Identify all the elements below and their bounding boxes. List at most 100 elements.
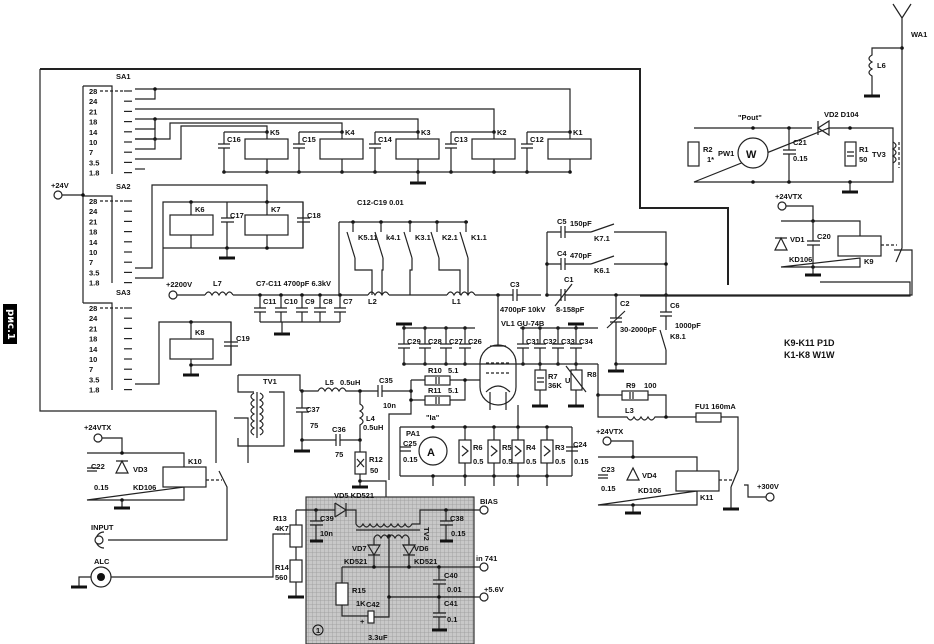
capacitor-c7: C7 bbox=[334, 293, 353, 322]
ammeter-pa1: A PA1 bbox=[406, 425, 448, 478]
sa3-position-label: 7 bbox=[89, 365, 93, 374]
bias-label: BIAS bbox=[480, 497, 498, 506]
vd6-type: KD521 bbox=[414, 557, 437, 566]
capacitor-c18: C18 bbox=[297, 202, 321, 248]
transformer-tv1: TV1 bbox=[234, 374, 301, 463]
potentiometer-r13[interactable]: R13 4K7 bbox=[273, 510, 303, 548]
output-wire bbox=[640, 249, 913, 296]
k7-label: K7 bbox=[271, 205, 281, 214]
plus24vtx-1-label: +24VTX bbox=[775, 192, 802, 201]
band-contact-bus bbox=[338, 221, 468, 295]
l5-value: 0.5uH bbox=[340, 378, 360, 387]
vd3-type: KD106 bbox=[133, 483, 156, 492]
plus2200v-terminal[interactable]: +2200V bbox=[166, 280, 192, 300]
sa2-label: SA2 bbox=[116, 182, 131, 191]
sa2-position-label: 18 bbox=[89, 228, 97, 237]
resistor-r5: R50.5 bbox=[487, 425, 512, 478]
sa3-relay-wiring bbox=[135, 321, 232, 385]
r1-value: 50 bbox=[859, 155, 867, 164]
c2-value: 30-2000pF bbox=[620, 325, 657, 334]
r5-label: R5 bbox=[502, 443, 512, 452]
capacitor-c24: C24 0.15 bbox=[566, 440, 589, 466]
variable-capacitor-c1[interactable]: C1 8-158pF bbox=[547, 275, 616, 314]
bias-terminal[interactable]: BIAS bbox=[479, 497, 498, 515]
sa2-position-label: 7 bbox=[89, 258, 93, 267]
capacitor-c31: C31 bbox=[517, 326, 540, 366]
relay-contact-k7-1: K7.1 bbox=[590, 223, 667, 295]
relay-contact-k31c: K3.1 bbox=[403, 220, 431, 295]
resistor-r2: R2 1* bbox=[687, 141, 714, 167]
relay-k9-circuit: VD1 KD106 C20 K9 bbox=[774, 219, 897, 277]
capacitor-c10: C10 bbox=[275, 293, 298, 322]
r3-label: R3 bbox=[555, 443, 565, 452]
k9-label: K9 bbox=[864, 257, 874, 266]
alc-connector[interactable]: ALC bbox=[71, 533, 285, 589]
capacitor-c25: C25 0.15 bbox=[400, 439, 418, 464]
in741-terminal[interactable]: in 741 bbox=[476, 554, 497, 572]
c39-label: C39 bbox=[320, 514, 334, 523]
l5-label: L5 bbox=[325, 378, 334, 387]
relay-k10-circuit: C22 0.15 VD3 KD106 K10 bbox=[86, 451, 228, 541]
relay-note-1: K9-K11 P1D bbox=[784, 338, 835, 348]
resistor-r4: R40.5 bbox=[511, 425, 536, 478]
sa1-position-label: 3.5 bbox=[89, 158, 99, 167]
tv3-label: TV3 bbox=[872, 150, 886, 159]
c15-label: C15 bbox=[302, 135, 316, 144]
c17-label: C17 bbox=[230, 211, 244, 220]
sa2-position-label: 28 bbox=[89, 197, 97, 206]
r6-label: R6 bbox=[473, 443, 483, 452]
relay-contact-k21c: K2.1 bbox=[430, 220, 461, 295]
c38-value: 0.15 bbox=[451, 529, 466, 538]
k11c-label: K1.1 bbox=[471, 233, 487, 242]
sa3-label: SA3 bbox=[116, 288, 131, 297]
k2-label: K2 bbox=[497, 128, 507, 137]
variable-capacitor-c2[interactable]: C2 30-2000pF bbox=[606, 295, 657, 373]
fu1-label: FU1 160mA bbox=[695, 402, 736, 411]
plus24vtx-terminal-1[interactable]: +24VTX bbox=[775, 192, 814, 221]
c12-label: C12 bbox=[530, 135, 544, 144]
resistor-r7: R7 36K bbox=[532, 364, 562, 408]
relay-contact-k8-1: K8.1 bbox=[616, 329, 686, 365]
capacitor-c5: C5 150pF bbox=[547, 217, 592, 238]
ia-caption: "Ia" bbox=[426, 413, 440, 422]
relay-note-2: K1-K8 W1W bbox=[784, 350, 835, 360]
input-connector[interactable]: INPUT bbox=[91, 523, 114, 549]
r11-value: 5.1 bbox=[448, 386, 458, 395]
c2-label: C2 bbox=[620, 299, 630, 308]
k6-1-label: K6.1 bbox=[594, 266, 610, 275]
pa1-label: PA1 bbox=[406, 429, 420, 438]
capacitor-c26: C26 bbox=[459, 326, 482, 366]
fuse-fu1[interactable]: FU1 160mA bbox=[695, 402, 739, 488]
k5-label: K5 bbox=[270, 128, 280, 137]
bias-module-circuit: C39 10n VD5 KD521 TV2 VD7 KD521 VD6 KD52… bbox=[296, 491, 480, 642]
c28-label: C28 bbox=[428, 337, 442, 346]
vd4-label: VD4 bbox=[642, 471, 657, 480]
c27-label: C27 bbox=[449, 337, 463, 346]
capacitor-c9: C9 bbox=[296, 293, 315, 322]
sa1-label: SA1 bbox=[116, 72, 131, 81]
plus300v-terminal[interactable]: +300V bbox=[757, 482, 779, 502]
c20-label: C20 bbox=[817, 232, 831, 241]
resistor-r14: R14 560 bbox=[275, 547, 304, 599]
c40-label: C40 bbox=[444, 571, 458, 580]
plus24v-terminal[interactable]: +24V bbox=[51, 181, 85, 200]
sa2-relay-wiring bbox=[135, 184, 304, 279]
varistor-r8: U R8 bbox=[565, 364, 597, 408]
c5-value: 150pF bbox=[570, 219, 592, 228]
c31-label: C31 bbox=[526, 337, 540, 346]
plus24vtx-terminal-2[interactable]: +24VTX bbox=[84, 423, 123, 453]
c22-value: 0.15 bbox=[94, 483, 109, 492]
c14-label: C14 bbox=[378, 135, 393, 144]
k6-label: K6 bbox=[195, 205, 205, 214]
plus5v6-terminal[interactable]: +5.6V bbox=[479, 585, 504, 602]
c22-label: C22 bbox=[91, 462, 105, 471]
l7-label: L7 bbox=[213, 279, 222, 288]
c37-label: C37 bbox=[306, 405, 320, 414]
sa1-relay-wiring bbox=[135, 87, 571, 170]
plus24vtx-terminal-3[interactable]: +24VTX bbox=[596, 427, 634, 457]
